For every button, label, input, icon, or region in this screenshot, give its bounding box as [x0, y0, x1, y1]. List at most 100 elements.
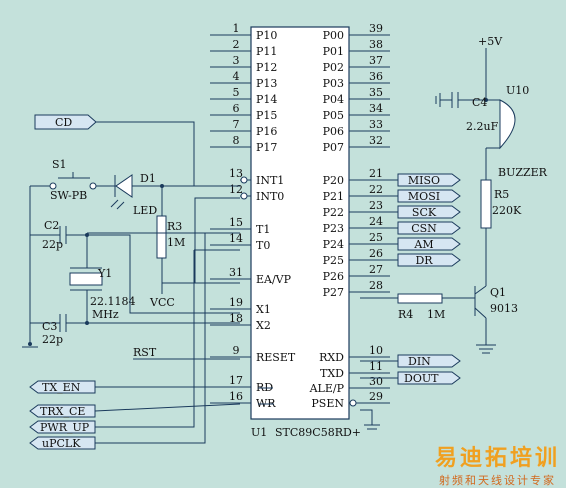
right-pin-name: P21: [323, 190, 344, 203]
net-trx-ce-label: TRX_CE: [40, 405, 85, 418]
left-pin-name: X1: [256, 303, 271, 316]
right-pin-number: 38: [369, 38, 383, 51]
left-pin-name: RESET: [256, 351, 296, 364]
left-pin-name: P16: [256, 125, 277, 138]
r4-value: 1M: [427, 308, 445, 321]
left-pin-number: 3: [233, 54, 240, 67]
left-pin-number: 9: [233, 344, 240, 357]
right-pin-name: P25: [323, 254, 344, 267]
right-pin-number: 35: [369, 86, 383, 99]
right-pin-number: 21: [369, 167, 383, 180]
net-upclk-label: uPCLK: [42, 437, 81, 450]
right-pin-number: 27: [369, 263, 383, 276]
supply-label: +5V: [478, 35, 503, 48]
net-dout-label: DOUT: [404, 372, 439, 385]
right-pin-number: 22: [369, 183, 383, 196]
right-pin-name: PSEN: [311, 397, 344, 410]
right-pin-name: RXD: [319, 351, 344, 364]
left-pin-name: P17: [256, 141, 277, 154]
watermark-title: 易迪拓培训: [434, 446, 560, 471]
left-pin-name: INT1: [256, 174, 284, 187]
right-pin-name: P02: [323, 61, 344, 74]
y1-value-1: 22.1184: [90, 295, 136, 308]
net-dout: [397, 371, 461, 385]
d1-value: LED: [133, 204, 157, 217]
right-pin-name: P07: [323, 141, 344, 154]
r4-resistor: [397, 293, 443, 304]
u10-value: BUZZER: [498, 166, 548, 179]
left-pin-name: P15: [256, 109, 277, 122]
net-csn-label: CSN: [411, 222, 437, 235]
right-pin-number: 10: [369, 344, 383, 357]
right-pin-number: 36: [369, 70, 383, 83]
left-pin-name: T0: [256, 239, 270, 252]
vcc-label: VCC: [149, 296, 175, 309]
r3-resistor: [156, 215, 167, 259]
right-pin-number: 29: [369, 390, 383, 403]
left-pin-number: 7: [233, 118, 240, 131]
q1-value: 9013: [490, 302, 518, 315]
right-pin-name: P01: [323, 45, 344, 58]
right-pin-number: 23: [369, 199, 383, 212]
net-cd: [34, 114, 97, 130]
chip-part: STC89C58RD+: [275, 426, 361, 439]
right-pin-number: 25: [369, 231, 383, 244]
net-tx-en-label: TX_EN: [42, 381, 81, 394]
net-am: [397, 237, 461, 251]
right-pin-name: P05: [323, 109, 344, 122]
s1-value: SW-PB: [50, 189, 87, 202]
right-pin-number: 39: [369, 22, 383, 35]
right-pin-name: P04: [323, 93, 344, 106]
left-pin-number: 4: [233, 70, 240, 83]
left-pin-number: 17: [229, 374, 243, 387]
s1-ref: S1: [52, 158, 67, 171]
net-csn: [397, 221, 461, 235]
left-pin-number: 8: [233, 134, 240, 147]
left-pin-name: EA/VP: [256, 273, 292, 286]
left-pin-name: P11: [256, 45, 277, 58]
led-symbol: [115, 174, 133, 198]
r5-resistor: [480, 179, 492, 229]
right-pin-name: P06: [323, 125, 344, 138]
watermark: 易迪拓培训 射频和天线设计专家: [435, 440, 560, 488]
left-pin-number: 16: [229, 390, 243, 403]
left-pin-number: 13: [229, 167, 243, 180]
net-din: [397, 354, 461, 368]
left-pin-name: P13: [256, 77, 277, 90]
c3-value: 22p: [42, 333, 63, 346]
c2-ref: C2: [44, 219, 59, 232]
right-pin-number: 28: [369, 279, 383, 292]
left-pin-name: X2: [256, 319, 271, 332]
net-dr-label: DR: [415, 254, 433, 267]
net-din-label: DIN: [408, 355, 431, 368]
left-pin-number: 14: [229, 232, 243, 245]
net-pwr-up-label: PWR_UP: [40, 421, 90, 434]
right-pin-number: 32: [369, 134, 383, 147]
pin-bubble: [240, 192, 248, 200]
chip-body: [250, 26, 350, 420]
watermark-subtitle: 射频和天线设计专家: [438, 474, 556, 487]
net-miso: [397, 173, 461, 187]
right-pin-name: TXD: [320, 367, 344, 380]
left-pin-number: 5: [233, 86, 240, 99]
right-pin-number: 26: [369, 247, 383, 260]
buzzer-symbol: [499, 99, 516, 150]
left-pin-name: P14: [256, 93, 277, 106]
left-pin-name: INT0: [256, 190, 284, 203]
r5-ref: R5: [494, 188, 509, 201]
left-pin-number: 6: [233, 102, 240, 115]
right-pin-number: 37: [369, 54, 383, 67]
left-pin-name: P10: [256, 29, 277, 42]
chip-ref: U1: [251, 426, 267, 439]
net-sck: [397, 205, 461, 219]
left-pin-number: 18: [229, 312, 243, 325]
left-pin-number: 15: [229, 216, 243, 229]
left-pin-number: 19: [229, 296, 243, 309]
right-pin-name: P24: [323, 238, 344, 251]
c4-value: 2.2uF: [466, 120, 499, 133]
net-am-label: AM: [413, 238, 433, 251]
right-pin-name: ALE/P: [309, 382, 345, 395]
c3-ref: C3: [42, 320, 57, 333]
r4-ref: R4: [398, 308, 413, 321]
